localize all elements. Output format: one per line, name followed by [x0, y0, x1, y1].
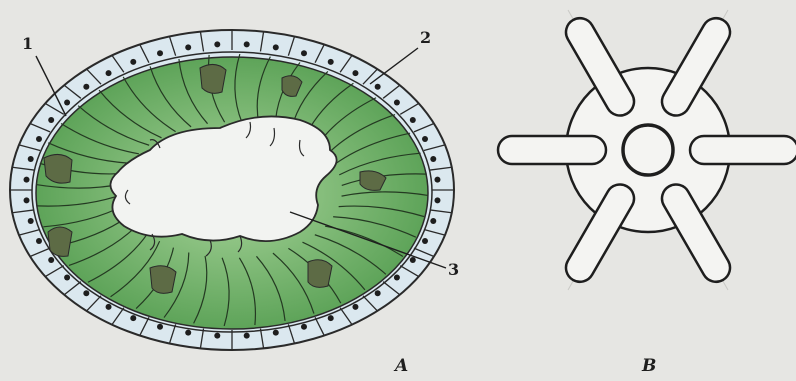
cell-nucleus [185, 44, 191, 50]
cell-nucleus [375, 290, 381, 296]
panel-label-b: B [642, 358, 656, 375]
cell-nucleus [36, 238, 42, 244]
cell-nucleus [375, 84, 381, 90]
cell-nucleus [394, 100, 400, 106]
cell-nucleus [273, 44, 279, 50]
cross-section-diagram [10, 30, 454, 350]
cell-nucleus [24, 177, 30, 183]
callout-label-2: 2 [420, 30, 431, 46]
cell-nucleus [64, 274, 70, 280]
cell-nucleus [244, 333, 250, 339]
cell-nucleus [430, 218, 436, 224]
radial-arm [498, 136, 606, 164]
cell-nucleus [301, 50, 307, 56]
callout-label-1: 1 [22, 36, 33, 52]
cell-nucleus [410, 117, 416, 123]
cell-nucleus [185, 330, 191, 336]
cell-nucleus [48, 257, 54, 263]
cell-nucleus [430, 156, 436, 162]
cell-nucleus [28, 156, 34, 162]
leader-line-2 [370, 48, 418, 84]
cell-nucleus [157, 324, 163, 330]
cell-nucleus [244, 41, 250, 47]
cell-nucleus [106, 304, 112, 310]
cell-nucleus [352, 70, 358, 76]
cell-nucleus [36, 136, 42, 142]
cell-nucleus [48, 117, 54, 123]
cell-nucleus [24, 197, 30, 203]
cell-nucleus [434, 177, 440, 183]
radial-schematic-diagram [498, 10, 796, 290]
callout-label-3: 3 [448, 262, 459, 278]
cell-nucleus [157, 50, 163, 56]
cell-nucleus [106, 70, 112, 76]
cell-nucleus [130, 59, 136, 65]
cell-nucleus [328, 315, 334, 321]
cell-nucleus [328, 59, 334, 65]
cell-nucleus [422, 238, 428, 244]
panel-label-a: A [395, 358, 408, 375]
cell-nucleus [83, 290, 89, 296]
cell-nucleus [130, 315, 136, 321]
cell-nucleus [83, 84, 89, 90]
inner-ring [623, 125, 673, 175]
cell-nucleus [422, 136, 428, 142]
cell-nucleus [214, 333, 220, 339]
cell-nucleus [28, 218, 34, 224]
radial-arm [690, 136, 796, 164]
cell-nucleus [434, 197, 440, 203]
cell-nucleus [301, 324, 307, 330]
cell-nucleus [64, 100, 70, 106]
cell-nucleus [394, 274, 400, 280]
cell-nucleus [214, 41, 220, 47]
cell-nucleus [410, 257, 416, 263]
cell-nucleus [273, 330, 279, 336]
cell-nucleus [352, 304, 358, 310]
